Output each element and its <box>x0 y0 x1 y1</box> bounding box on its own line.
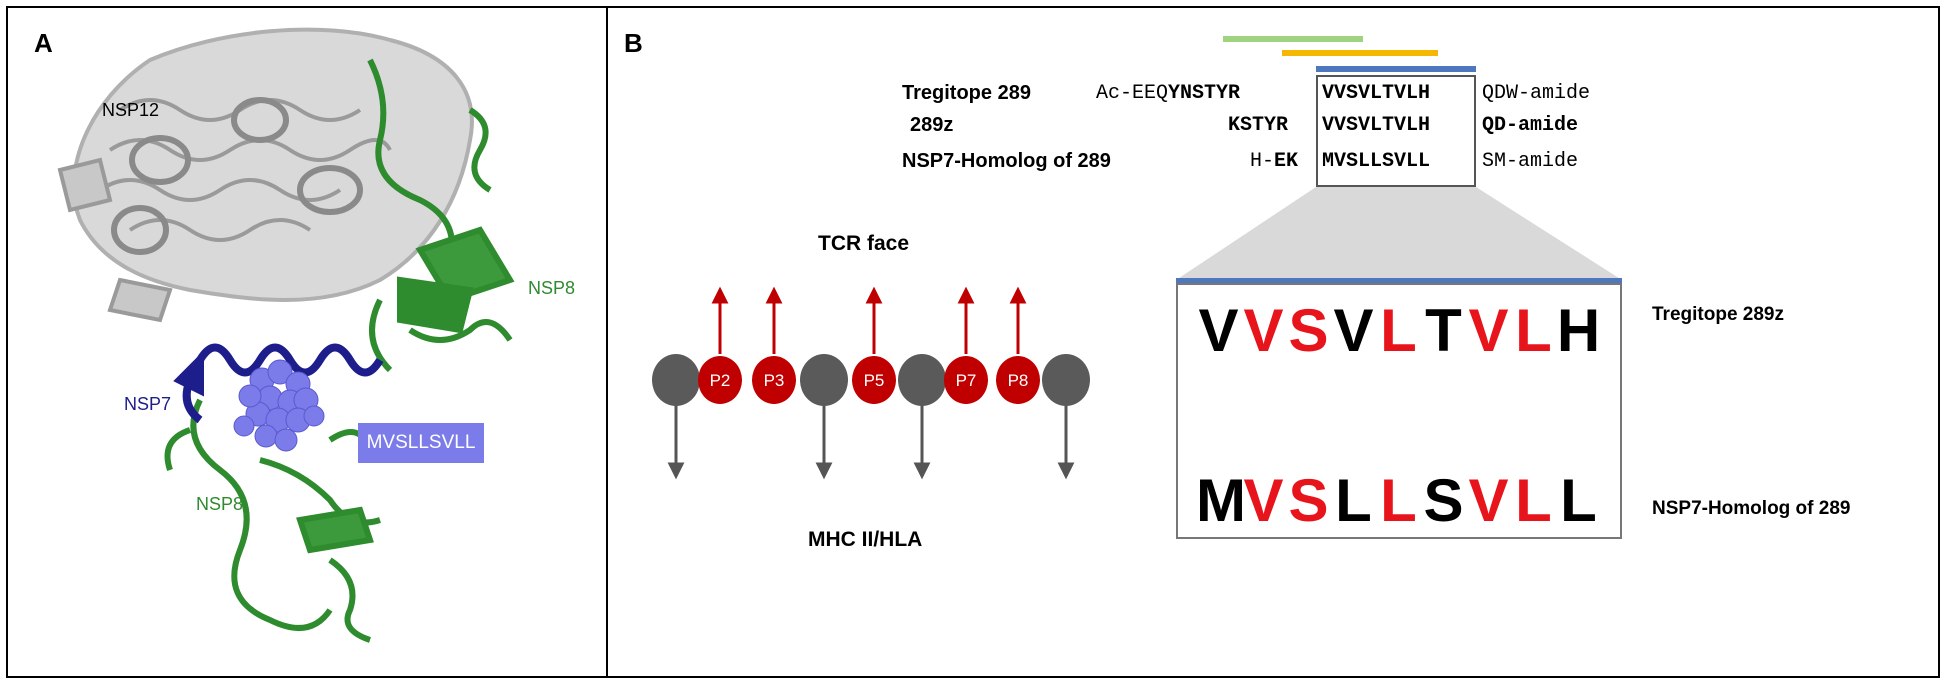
motif-spheres <box>233 359 325 452</box>
nsp8-upper-label: NSP8 <box>528 278 576 298</box>
top_seq-residue-5: L <box>1380 297 1417 364</box>
pocket-label-p5: P5 <box>864 371 885 390</box>
seq-core-row1: VVSVLTVLH <box>1322 82 1431 105</box>
seq-suffix-row1: QDW-amide <box>1482 82 1591 105</box>
bottom_seq-residue-3: S <box>1288 467 1329 534</box>
pocket-node-p2 <box>698 356 742 404</box>
nsp8-upper-structure <box>367 58 515 373</box>
pocket-label-p7: P7 <box>956 371 977 390</box>
tregitope-289z-label: Tregitope 289z <box>1652 304 1784 325</box>
green-bar <box>1223 36 1363 42</box>
top_seq-residue-4: V <box>1333 297 1374 364</box>
bottom_seq-residue-6: S <box>1423 467 1464 534</box>
seq-prefix-row1: Ac-EEQYNSTYR <box>1096 82 1241 105</box>
grey-node <box>1042 354 1090 406</box>
motif-label-box: MVSLLSVLL <box>358 423 484 463</box>
seq-name-289z: 289z <box>910 114 954 136</box>
grey-node <box>898 354 946 406</box>
nsp8-lower-label: NSP8 <box>196 494 244 514</box>
seq-suffix-row2: QD-amide <box>1482 114 1579 137</box>
nsp7-homolog-label: NSP7-Homolog of 289 <box>1652 498 1851 519</box>
bottom_seq-residue-8: L <box>1515 467 1552 534</box>
grey-node <box>652 354 700 406</box>
seq-name-nsp7-homolog: NSP7-Homolog of 289 <box>902 150 1111 172</box>
pocket-label-p2: P2 <box>710 371 731 390</box>
pocket-label-p8: P8 <box>1008 371 1029 390</box>
top_seq-residue-1: V <box>1198 297 1239 364</box>
figure-frame <box>6 6 1940 678</box>
seq-name-tregitope-289: Tregitope 289 <box>902 82 1031 104</box>
tcr-face-label: TCR face <box>818 232 910 255</box>
seq-core-row3: MVSLLSVLL <box>1322 150 1431 173</box>
panel-b-letter: B <box>624 28 643 58</box>
grey-node <box>800 354 848 406</box>
top_seq-residue-3: S <box>1288 297 1329 364</box>
nsp7-label: NSP7 <box>124 394 172 414</box>
top_seq-residue-2: V <box>1243 297 1284 364</box>
bottom_seq-residue-1: M <box>1196 467 1246 534</box>
zoom-trapezoid <box>1176 187 1622 280</box>
blue-bar-big <box>1176 278 1622 284</box>
bottom_seq-residue-9: L <box>1560 467 1597 534</box>
seq-prefix-row3: H-EK <box>1250 150 1299 173</box>
pocket-node-p3 <box>752 356 796 404</box>
nsp8-lower-structure <box>164 398 381 643</box>
mhc-label: MHC II/HLA <box>808 528 923 551</box>
protein-structure <box>57 27 515 643</box>
panel-a-letter: A <box>34 28 53 58</box>
top_seq-residue-7: V <box>1468 297 1509 364</box>
seq-prefix-row2: KSTYR <box>1228 114 1289 137</box>
pocket-node-p5 <box>852 356 896 404</box>
seq-suffix-row3: SM-amide <box>1482 150 1579 173</box>
top_seq-residue-9: H <box>1556 297 1601 364</box>
bottom_seq-residue-4: L <box>1335 467 1372 534</box>
pocket-node-p8 <box>996 356 1040 404</box>
bottom_seq-residue-5: L <box>1380 467 1417 534</box>
seq-core-row2: VVSVLTVLH <box>1322 114 1431 137</box>
top_seq-residue-8: L <box>1515 297 1552 364</box>
nsp7-structure <box>173 343 384 424</box>
core-highlight-box <box>1316 75 1476 187</box>
top_seq-residue-6: T <box>1425 297 1462 364</box>
tcr-diagram: P2 P3 P5 P7 P8 <box>652 286 1090 480</box>
gold-bar <box>1282 50 1438 56</box>
nsp12-structure <box>57 27 474 323</box>
blue-bar <box>1316 66 1476 72</box>
pocket-node-p7 <box>944 356 988 404</box>
panel-divider <box>606 6 608 678</box>
bottom_seq-residue-7: V <box>1468 467 1509 534</box>
nsp12-label: NSP12 <box>102 100 160 120</box>
pocket-label-p3: P3 <box>764 371 785 390</box>
bottom_seq-residue-2: V <box>1243 467 1284 534</box>
